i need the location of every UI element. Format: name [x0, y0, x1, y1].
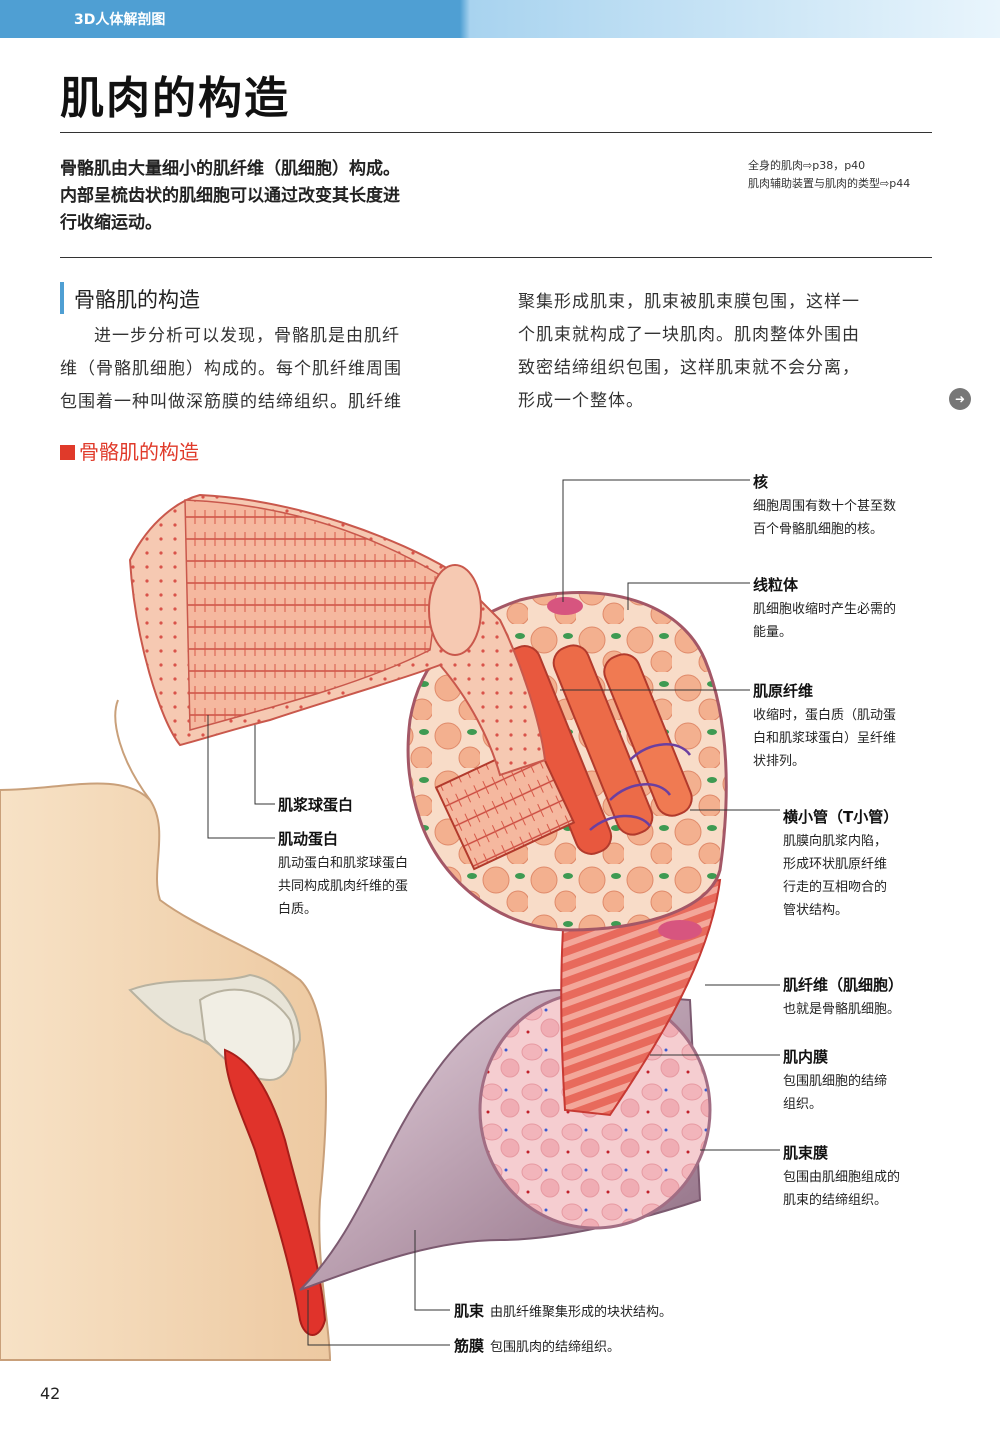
- desc-line: 肌细胞收缩时产生必需的: [753, 602, 897, 617]
- cross-references: 全身的肌肉⇨p38，p40 肌肉辅助装置与肌肉的类型⇨p44: [748, 157, 910, 193]
- intro-text: 骨骼肌由大量细小的肌纤维（肌细胞）构成。 内部呈梳齿状的肌细胞可以通过改变其长度…: [60, 156, 490, 237]
- body-left-column: 进一步分析可以发现，骨骼肌是由肌纤 维（骨骼肌细胞）构成的。每个肌纤维周围 包围…: [60, 320, 480, 419]
- intro-divider: [60, 257, 932, 258]
- label-t-tubule-desc: 肌膜向肌浆内陷， 形成环状肌原纤维 行走的互相吻合的 管状结构。: [783, 830, 887, 922]
- t-tubule-rings: [589, 743, 692, 831]
- desc-line: 收缩时，蛋白质（肌动蛋: [753, 708, 897, 723]
- label-fascicle-name: 肌束: [454, 1302, 485, 1320]
- body-line: 维（骨骼肌细胞）构成的。每个肌纤维周围: [60, 359, 402, 379]
- intro-line: 内部呈梳齿状的肌细胞可以通过改变其长度进: [60, 186, 400, 206]
- label-myofibril: 肌原纤维: [753, 682, 814, 700]
- desc-line: 能量。: [753, 625, 793, 640]
- page-title: 肌肉的构造: [60, 73, 290, 124]
- leader-lines: [207, 479, 780, 1346]
- label-fascicle: 肌束由肌纤维聚集形成的块状结构。: [454, 1300, 672, 1321]
- desc-line: 包围由肌细胞组成的: [783, 1170, 901, 1185]
- label-endomysium: 肌内膜: [783, 1048, 829, 1066]
- reference-link[interactable]: 全身的肌肉⇨p38，p40: [748, 159, 866, 172]
- label-mitochondria-desc: 肌细胞收缩时产生必需的 能量。: [753, 598, 896, 644]
- shoulder-silhouette: [0, 782, 332, 1361]
- label-nucleus: 核: [753, 473, 769, 491]
- label-t-tubule: 横小管（T小管）: [783, 808, 899, 826]
- body-line: 包围着一种叫做深筋膜的结缔组织。肌纤维: [60, 392, 402, 412]
- label-nucleus-desc: 细胞周围有数十个甚至数 百个骨骼肌细胞的核。: [753, 495, 896, 541]
- section-marker: [60, 282, 64, 314]
- page-number: 42: [40, 1384, 61, 1403]
- desc-line: 白和肌浆球蛋白）呈纤维: [753, 731, 897, 746]
- label-actin-desc: 肌动蛋白和肌浆球蛋白 共同构成肌肉纤维的蛋 白质。: [278, 852, 408, 921]
- label-myosin: 肌浆球蛋白: [278, 796, 354, 814]
- body-right-column: 聚集形成肌束，肌束被肌束膜包围，这样一 个肌束就构成了一块肌肉。肌肉整体外围由 …: [518, 286, 938, 418]
- header-section-label: 3D人体解剖图: [74, 12, 166, 28]
- title-divider: [60, 132, 932, 133]
- desc-line: 白质。: [278, 902, 318, 917]
- biceps-muscle: [223, 1048, 327, 1336]
- label-muscle-fiber-desc: 也就是骨骼肌细胞。: [783, 998, 900, 1021]
- label-fascia-desc: 包围肌肉的结缔组织。: [490, 1340, 621, 1355]
- desc-line: 组织。: [783, 1097, 823, 1112]
- body-line: 聚集形成肌束，肌束被肌束膜包围，这样一: [518, 292, 860, 312]
- desc-line: 形成环状肌原纤维: [783, 857, 888, 872]
- desc-line: 也就是骨骼肌细胞。: [783, 1002, 901, 1017]
- label-fascia: 筋膜包围肌肉的结缔组织。: [454, 1335, 620, 1356]
- desc-line: 百个骨骼肌细胞的核。: [753, 522, 884, 537]
- desc-line: 管状结构。: [783, 903, 849, 918]
- figure-title-text: 骨骼肌的构造: [79, 440, 199, 464]
- label-muscle-fiber: 肌纤维（肌细胞）: [783, 976, 904, 994]
- desc-line: 肌束的结缔组织。: [783, 1193, 888, 1208]
- label-endomysium-desc: 包围肌细胞的结缔 组织。: [783, 1070, 887, 1116]
- desc-line: 共同构成肌肉纤维的蛋: [278, 879, 409, 894]
- label-fascia-name: 筋膜: [454, 1337, 485, 1355]
- desc-line: 包围肌细胞的结缔: [783, 1074, 888, 1089]
- header-bar: 3D人体解剖图: [0, 0, 1000, 38]
- label-actin: 肌动蛋白: [278, 830, 339, 848]
- reference-link[interactable]: 肌肉辅助装置与肌肉的类型⇨p44: [748, 177, 911, 190]
- desc-line: 状排列。: [753, 754, 806, 769]
- bundle-end-face: [428, 564, 482, 656]
- intro-line: 行收缩运动。: [60, 213, 162, 233]
- body-line: 个肌束就构成了一块肌肉。肌肉整体外围由: [518, 325, 860, 345]
- section-title: 骨骼肌的构造: [74, 288, 200, 312]
- desc-line: 细胞周围有数十个甚至数: [753, 499, 897, 514]
- sarcomere-pattern: [184, 499, 441, 731]
- desc-line: 肌动蛋白和肌浆球蛋白: [278, 856, 409, 871]
- desc-line: 行走的互相吻合的: [783, 880, 888, 895]
- label-perimysium-desc: 包围由肌细胞组成的 肌束的结缔组织。: [783, 1166, 900, 1212]
- label-myofibril-desc: 收缩时，蛋白质（肌动蛋 白和肌浆球蛋白）呈纤维 状排列。: [753, 704, 896, 773]
- nucleus-shape: [658, 920, 702, 940]
- figure-title: 骨骼肌的构造: [60, 436, 199, 465]
- body-line: 进一步分析可以发现，骨骼肌是由肌纤: [94, 326, 400, 346]
- body-line: 致密结缔组织包围，这样肌束就不会分离，: [518, 358, 860, 378]
- label-perimysium: 肌束膜: [783, 1144, 829, 1162]
- intro-line: 骨骼肌由大量细小的肌纤维（肌细胞）构成。: [60, 159, 400, 179]
- label-mitochondria: 线粒体: [753, 576, 799, 594]
- bookmark-icon[interactable]: ➜: [949, 388, 971, 410]
- desc-line: 肌膜向肌浆内陷，: [783, 834, 888, 849]
- body-line: 形成一个整体。: [518, 391, 644, 411]
- nucleus-shape: [547, 597, 583, 615]
- label-fascicle-desc: 由肌纤维聚集形成的块状结构。: [490, 1305, 673, 1320]
- red-square-icon: [60, 445, 75, 460]
- neck-outline: [114, 699, 151, 801]
